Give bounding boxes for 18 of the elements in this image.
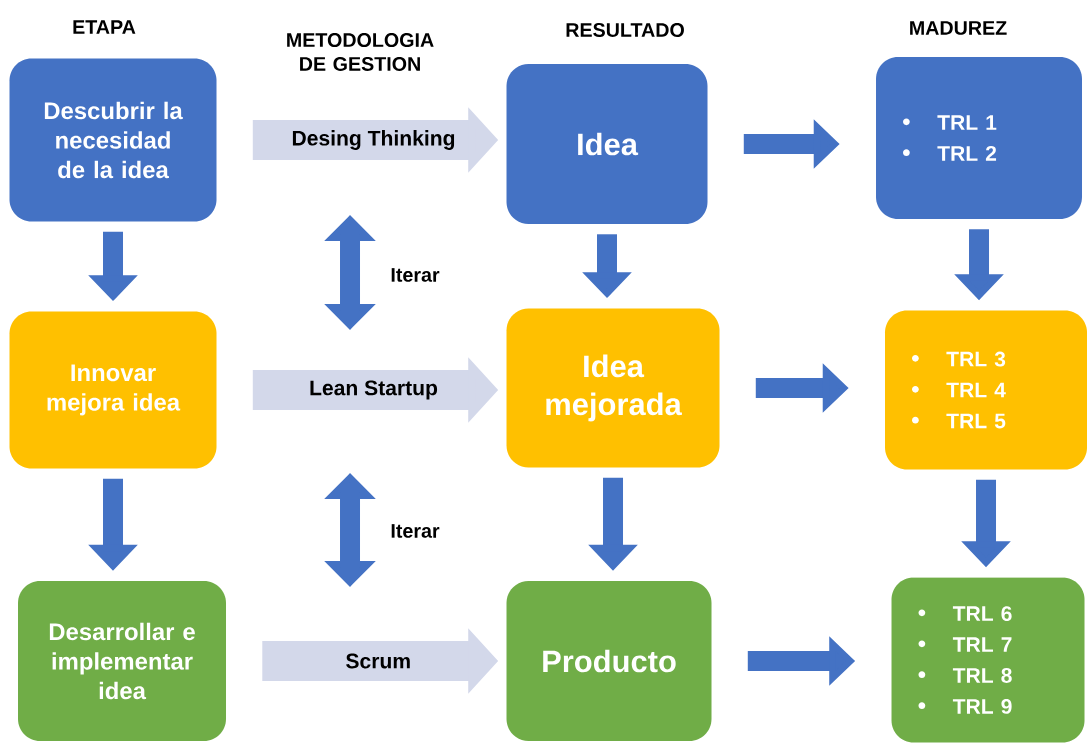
stage-box: Innovar mejora idea (9, 311, 217, 469)
column-heading: RESULTADO (566, 23, 684, 37)
column-heading: MADUREZ (910, 21, 1007, 35)
maturity-box: TRL 3 TRL 4 TRL 5 (885, 310, 1087, 470)
stage-box: Desarrollar e implementar idea (18, 581, 226, 741)
column-heading: METODOLOGIA DE GESTION (287, 33, 434, 71)
column-heading: ETAPA (73, 20, 136, 34)
edge-label: Scrum (344, 652, 413, 670)
iteration-label: Iterar (391, 524, 440, 538)
maturity-box: TRL 6 TRL 7 TRL 8 TRL 9 (891, 577, 1085, 743)
edge-label: Desing Thinking (290, 128, 457, 152)
result-box: Idea mejorada (506, 308, 720, 468)
maturity-box: TRL 1 TRL 2 (876, 57, 1082, 219)
result-box: Idea (506, 64, 708, 224)
result-box: Producto (506, 581, 712, 741)
edge-label: Lean Startup (307, 379, 440, 401)
stage-box: Descubrir la necesidad de la idea (9, 58, 217, 222)
iteration-label: Iterar (391, 268, 440, 282)
